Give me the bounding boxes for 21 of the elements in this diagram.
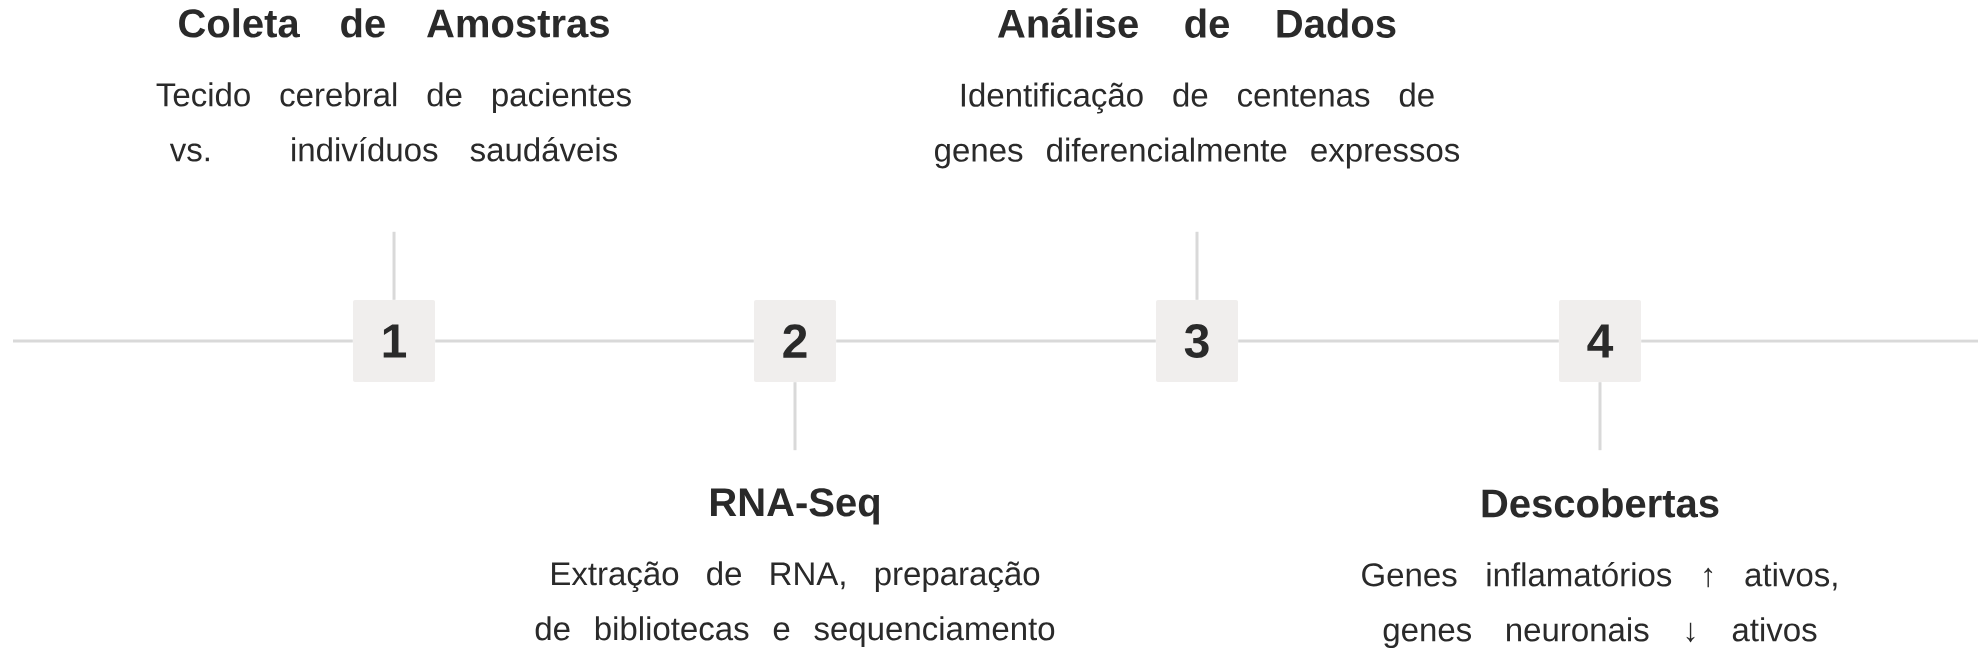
step-title: RNA-Seq <box>711 488 879 525</box>
step-title: Coleta de Amostras <box>179 8 609 38</box>
step-number-box: 3 <box>1156 300 1238 382</box>
connector-line <box>1598 382 1602 451</box>
connector-line <box>793 382 797 451</box>
timeline-line <box>1238 339 1559 343</box>
step-number-box: 1 <box>353 300 435 382</box>
step-description: Extração de RNA, preparação de bibliotecas e sequenciamento <box>535 561 1055 647</box>
step-title: Análise de Dados <box>997 8 1396 38</box>
step-description: Identificação de centenas de genes diferencialmente expressos <box>935 82 1460 169</box>
timeline-line <box>1641 339 1978 343</box>
timeline-line <box>13 339 353 343</box>
connector-line <box>392 231 396 300</box>
step-description: Genes inflamatórios ↑ ativos, genes neuronais ↓ ativos <box>1362 561 1837 649</box>
timeline-line <box>836 339 1156 343</box>
timeline-line <box>435 339 754 343</box>
step-number-box: 2 <box>754 300 836 382</box>
connector-line <box>1195 231 1199 300</box>
step-description: Tecido cerebral de pacientes vs. indivíduos saudáveis <box>156 82 631 162</box>
step-number-box: 4 <box>1559 300 1641 382</box>
step-title: Descobertas <box>1482 488 1719 518</box>
